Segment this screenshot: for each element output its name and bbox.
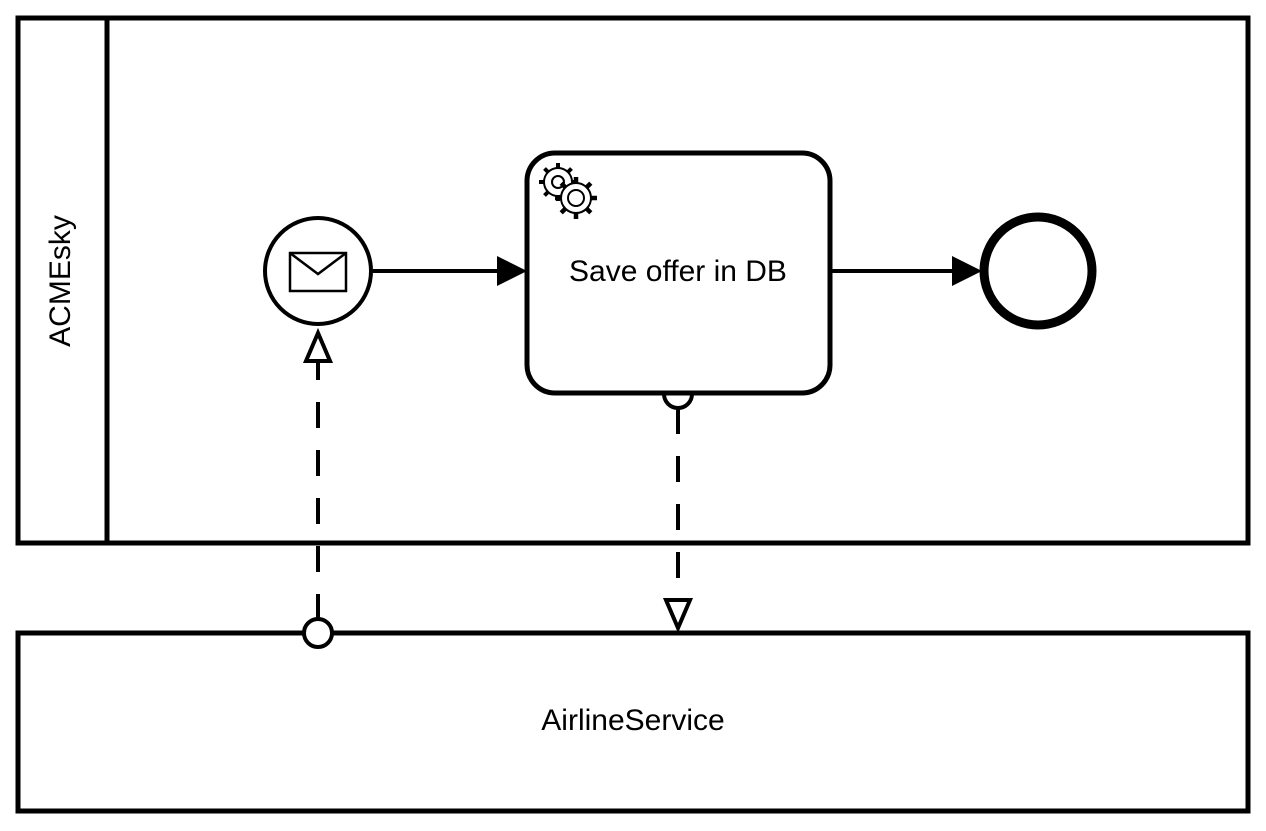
message-flow-hollow-arrowhead bbox=[662, 598, 694, 634]
message-flow-source-circle bbox=[302, 617, 334, 649]
end-event-circle bbox=[979, 212, 1097, 330]
message-start-event[interactable] bbox=[263, 216, 373, 326]
message-flow-hollow-arrowhead bbox=[302, 327, 334, 363]
pool-airlineservice[interactable]: AirlineService bbox=[15, 630, 1251, 814]
pool-airlineservice-label: AirlineService bbox=[541, 704, 724, 737]
pool-airlineservice-border bbox=[15, 630, 1251, 814]
message-flow-airline-to-start[interactable] bbox=[302, 327, 334, 649]
gears-icon bbox=[539, 163, 597, 219]
task-box bbox=[524, 150, 833, 396]
end-event[interactable] bbox=[979, 212, 1097, 330]
save-offer-task[interactable]: Save offer in DB bbox=[524, 150, 833, 396]
task-label: Save offer in DB bbox=[569, 255, 787, 288]
pool-acmesky-label: ACMEsky bbox=[44, 215, 77, 347]
envelope-icon bbox=[288, 251, 348, 293]
sequence-flow-arrowhead bbox=[497, 256, 527, 286]
sequence-flow-arrowhead bbox=[952, 256, 982, 286]
